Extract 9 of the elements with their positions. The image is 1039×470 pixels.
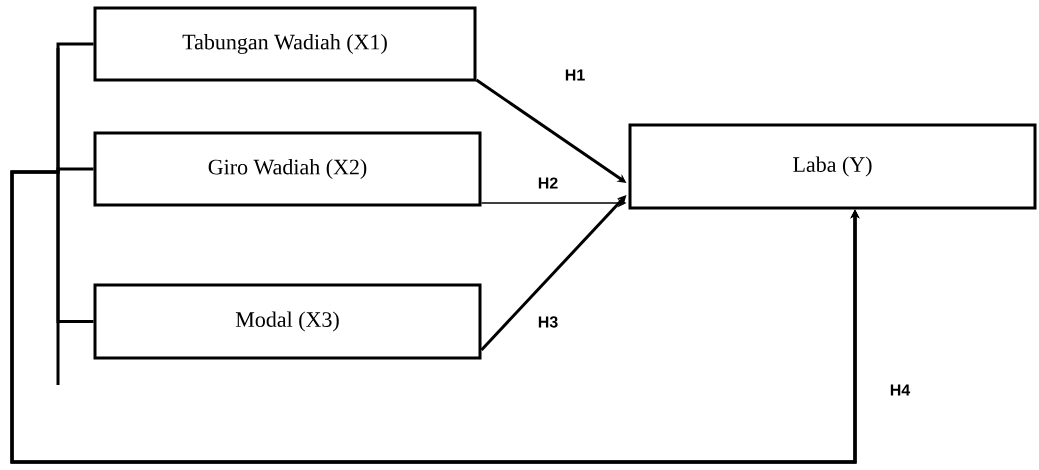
edge-label: H4 <box>890 384 911 396</box>
edge-label: H2 <box>538 177 558 189</box>
box: Laba (Y) <box>628 123 1037 210</box>
arrow <box>480 195 627 351</box>
box: Tabungan Wadiah (X1) <box>93 6 477 82</box>
edge-label: H1 <box>565 69 585 81</box>
box: Giro Wadiah (X2) <box>93 131 482 207</box>
edge-label: H3 <box>538 316 558 328</box>
box: Modal (X3) <box>93 283 482 360</box>
